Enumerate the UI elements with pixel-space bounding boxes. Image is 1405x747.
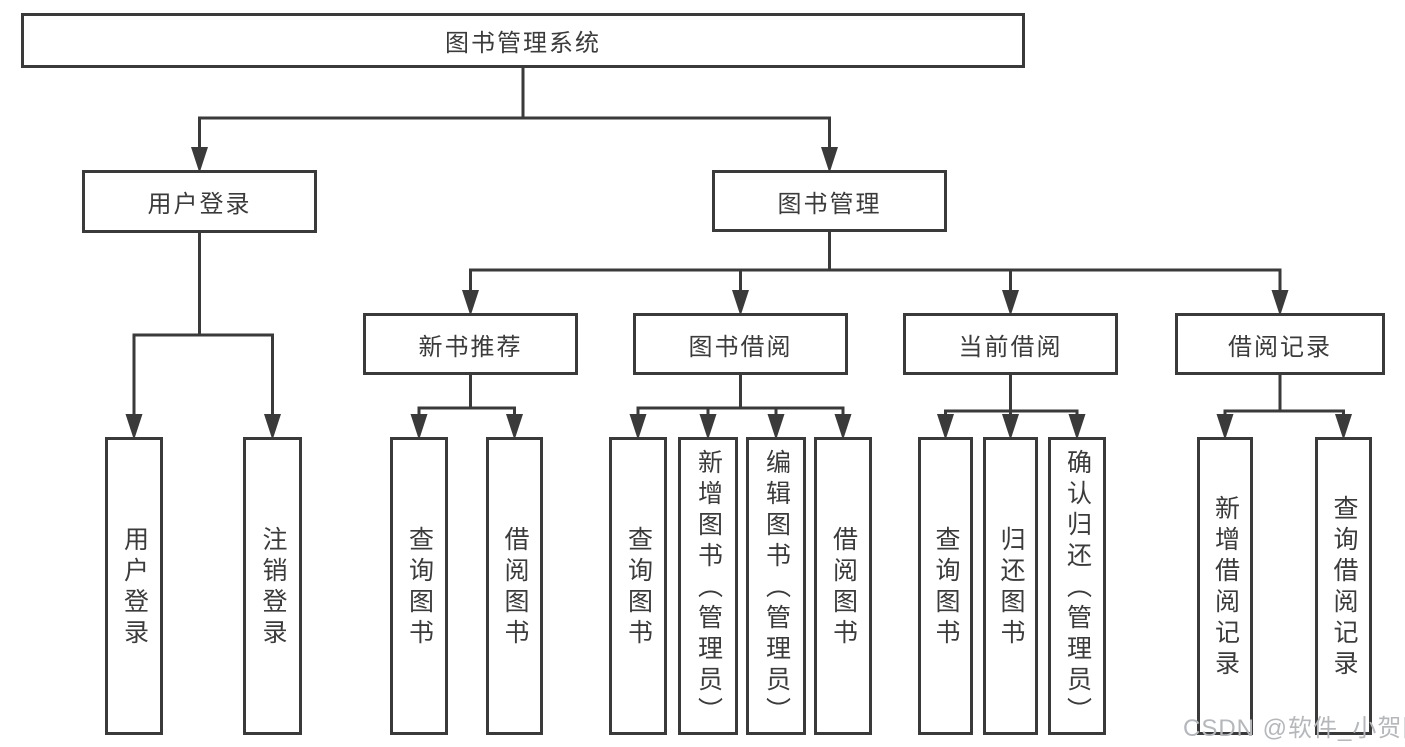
arrowhead-icon (264, 414, 281, 440)
arrowhead-icon (506, 414, 523, 440)
node-leaf-borrow-book-rec: 借阅图书 (486, 437, 543, 735)
node-new-book-rec: 新书推荐 (363, 313, 578, 375)
arrowhead-icon (1216, 414, 1234, 440)
node-leaf-add-borrow-record: 新增借阅记录 (1197, 437, 1253, 735)
arrowhead-icon (699, 414, 717, 440)
arrowhead-icon (1068, 414, 1086, 440)
arrowhead-icon (732, 290, 749, 316)
node-root: 图书管理系统 (21, 13, 1025, 68)
node-leaf-add-book-admin: 新增图书（管理员） (678, 437, 738, 735)
node-leaf-edit-book-admin: 编辑图书（管理员） (746, 437, 806, 735)
arrowhead-icon (767, 414, 785, 440)
arrowhead-icon (191, 147, 208, 173)
arrowhead-icon (821, 147, 838, 173)
arrowhead-icon (1002, 414, 1019, 440)
arrowhead-icon (937, 414, 954, 440)
arrowhead-icon (125, 414, 143, 440)
node-leaf-logout: 注销登录 (243, 437, 302, 735)
arrowhead-icon (1271, 290, 1289, 316)
node-leaf-query-book-current: 查询图书 (918, 437, 973, 735)
watermark: CSDN @软件_小贺同学 (1183, 715, 1405, 742)
node-leaf-confirm-return-admin: 确认归还（管理员） (1048, 437, 1106, 735)
arrowhead-icon (462, 290, 479, 316)
node-user-login: 用户登录 (82, 170, 317, 233)
arrowhead-icon (629, 414, 647, 440)
arrowhead-icon (1002, 290, 1019, 316)
node-book-mgmt: 图书管理 (712, 170, 947, 232)
node-leaf-user-login: 用户登录 (105, 437, 163, 735)
arrowhead-icon (1335, 414, 1352, 440)
node-leaf-return-book: 归还图书 (983, 437, 1038, 735)
node-leaf-query-borrow-record: 查询借阅记录 (1315, 437, 1372, 735)
node-borrow-records: 借阅记录 (1175, 313, 1385, 375)
node-book-borrow: 图书借阅 (633, 313, 848, 375)
node-leaf-query-book-rec: 查询图书 (390, 437, 448, 735)
arrowhead-icon (410, 414, 428, 440)
node-leaf-borrow-book-borrow: 借阅图书 (814, 437, 872, 735)
arrowhead-icon (834, 414, 852, 440)
node-leaf-query-book-borrow: 查询图书 (609, 437, 667, 735)
node-current-borrow: 当前借阅 (903, 313, 1118, 375)
